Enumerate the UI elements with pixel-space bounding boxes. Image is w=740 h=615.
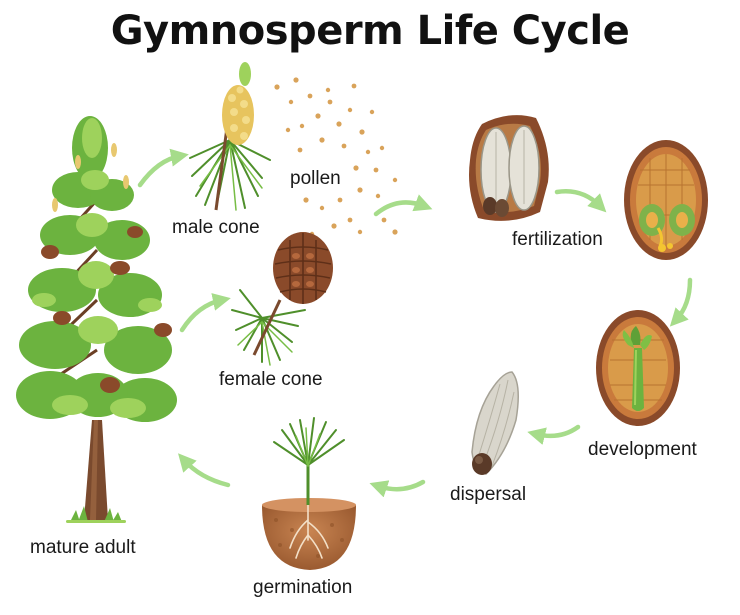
label-dispersal: dispersal [450,484,527,505]
arrow-pollen-to-fertilization [373,194,433,217]
label-mature-adult: mature adult [30,537,136,558]
development-illustration [596,310,680,426]
male-cone-illustration [189,62,271,211]
diagram-title: Gymnosperm Life Cycle [110,8,630,54]
fertilization-illustration [469,115,549,221]
female-cone-illustration [231,232,333,366]
label-male-cone: male cone [172,217,260,238]
arrow-fertilization-to-zygote [554,189,607,213]
dispersal-illustration [471,371,519,475]
label-fertilization: fertilization [512,229,603,250]
arrow-dispersal-to-germination [369,479,426,498]
pollen-grains [274,77,398,237]
tree-foliage [16,116,177,422]
zygote-illustration [624,140,708,260]
label-germination: germination [253,577,353,598]
arrow-development-to-dispersal [527,424,581,445]
mature-tree [16,116,177,523]
label-development: development [588,439,697,460]
arrow-zygote-to-development [669,277,693,327]
germination-illustration [262,417,356,570]
arrow-tree-to-female-cone [179,293,231,333]
arrow-tree-to-male-cone [137,148,189,188]
label-pollen: pollen [290,168,341,189]
cycle-arrows [137,148,693,498]
tree-cones [41,226,172,393]
tree-grass [70,506,122,522]
tree-male-catkins [52,143,129,212]
label-female-cone: female cone [219,369,323,390]
arrow-germination-to-tree [178,453,231,488]
